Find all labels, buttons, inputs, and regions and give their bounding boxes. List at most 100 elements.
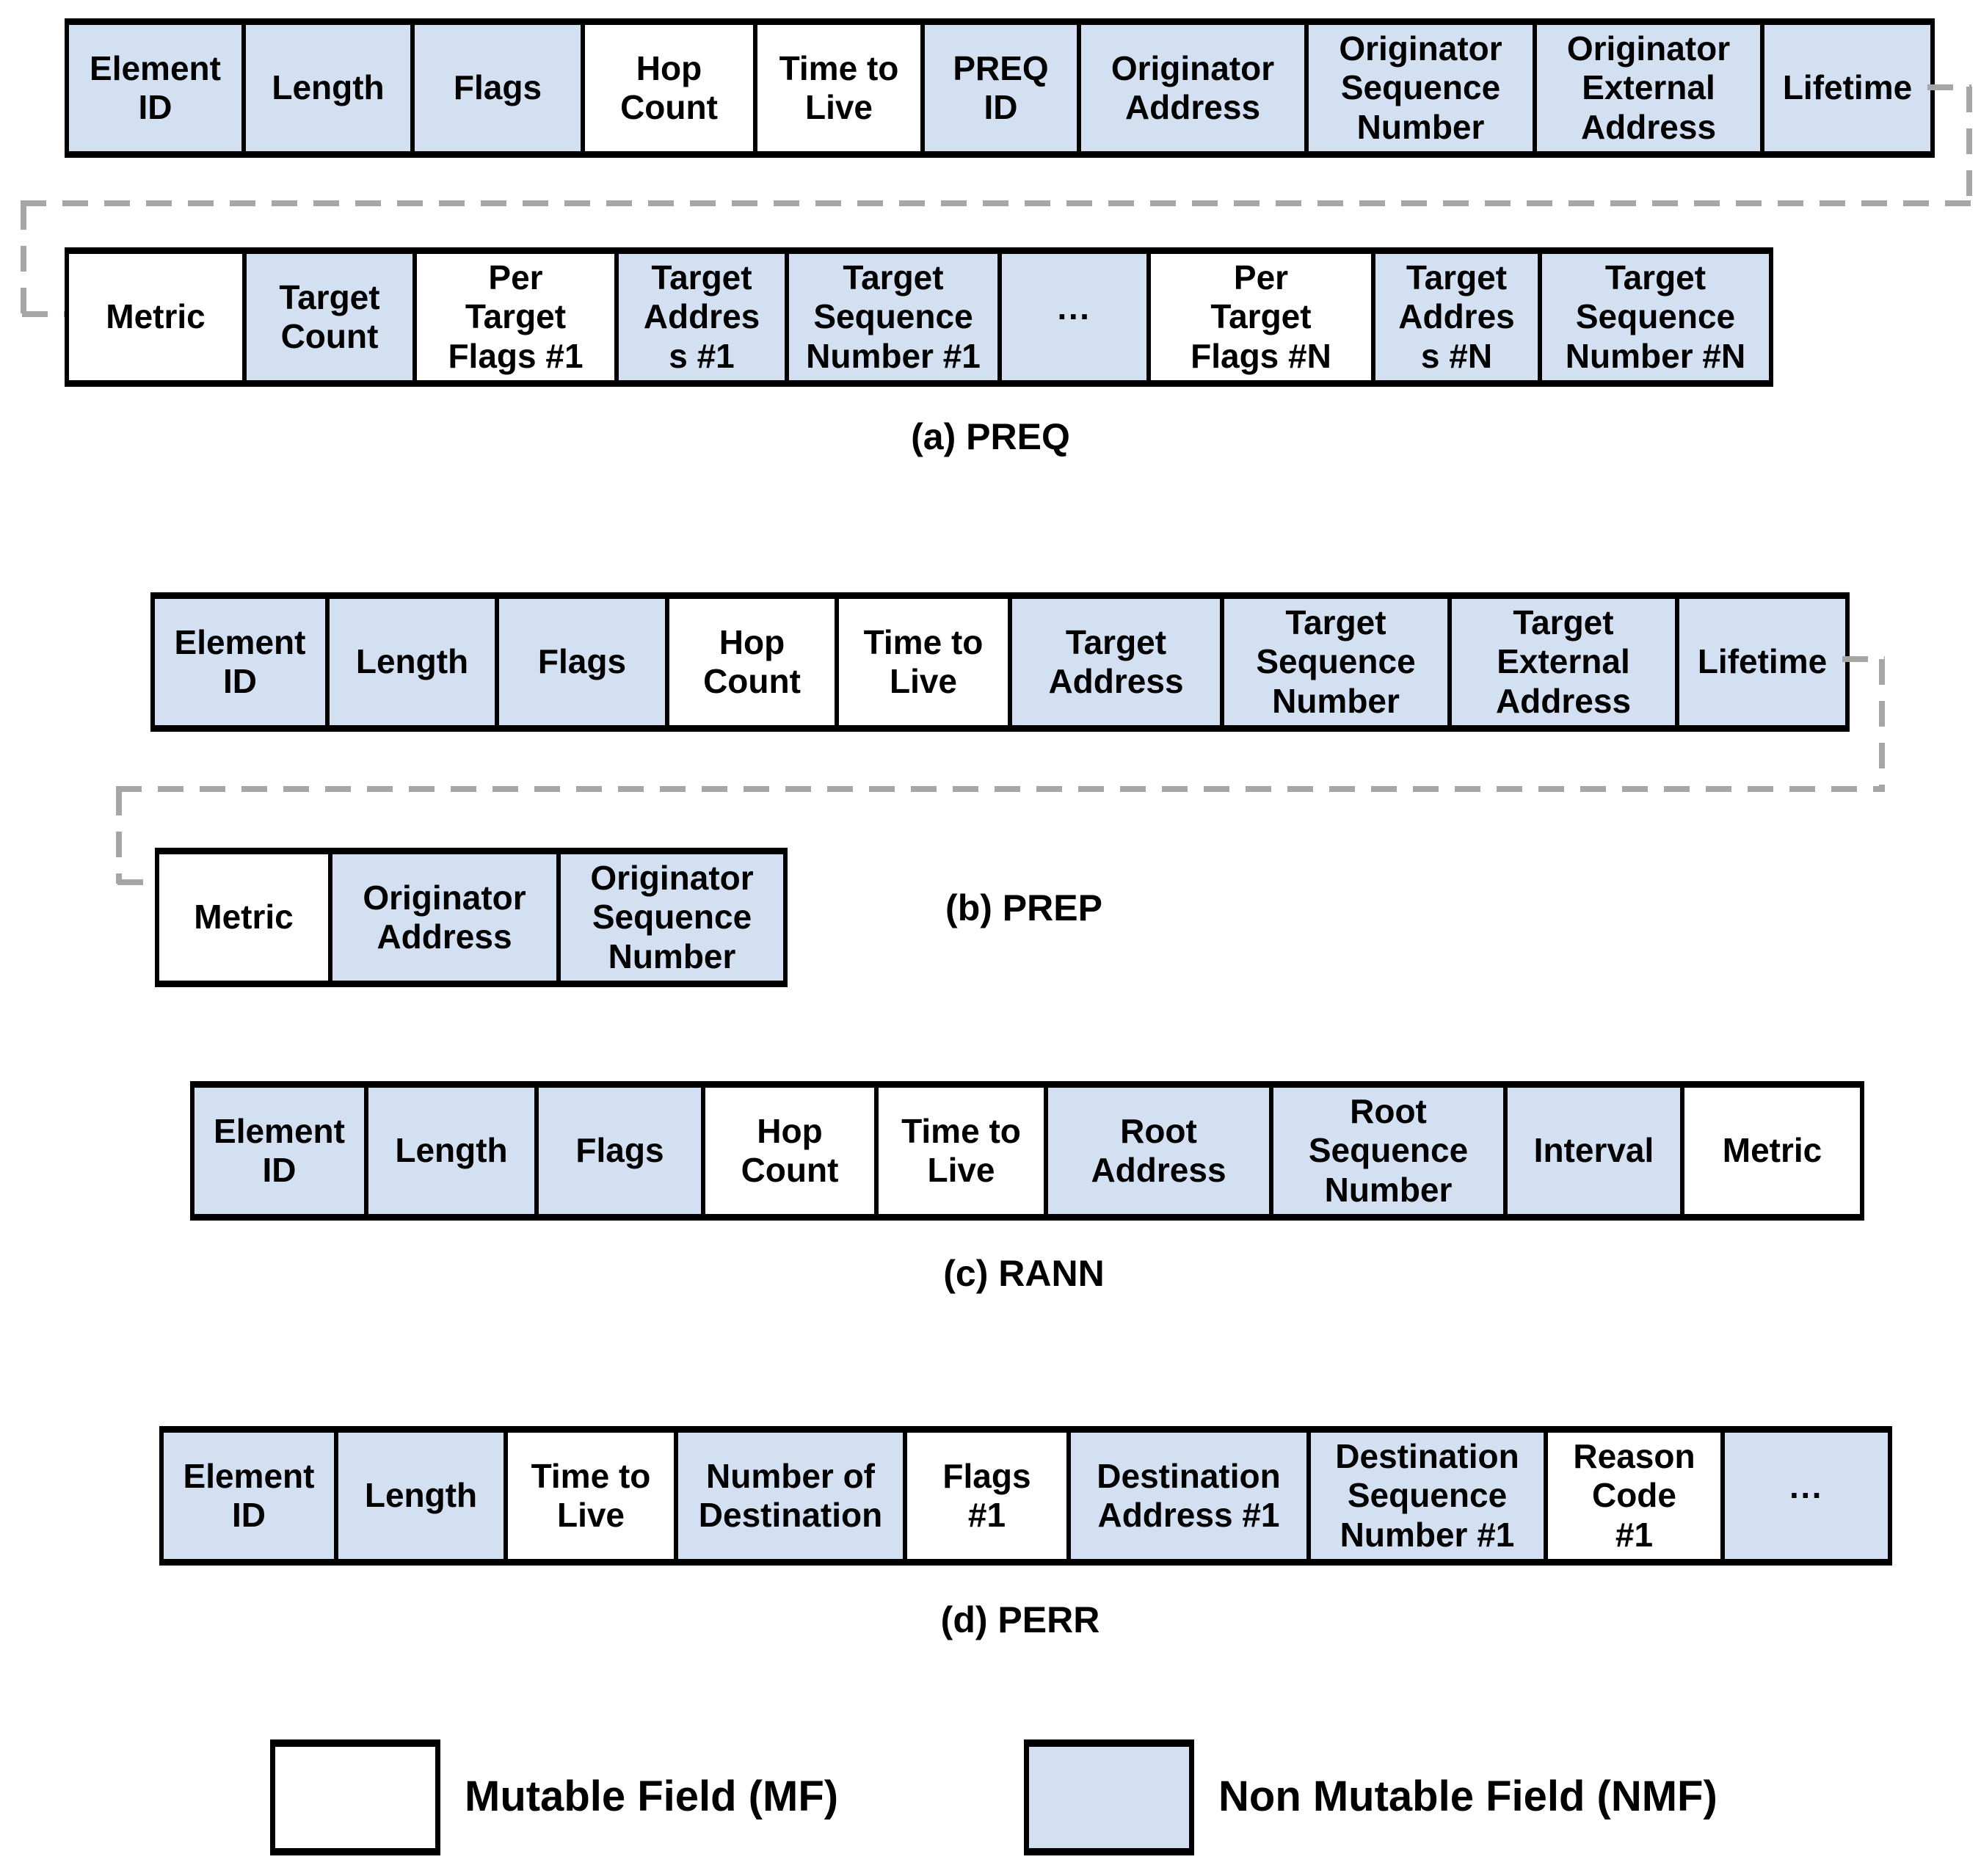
field-cell-nmf: Lifetime: [1675, 599, 1845, 725]
field-label: Reason Code #1: [1573, 1436, 1695, 1554]
field-label: Target Sequence Number #1: [806, 258, 981, 375]
field-cell-mf: Per Target Flags #1: [412, 254, 614, 380]
field-label: Target Address: [1048, 622, 1184, 700]
field-cell-mf: Metric: [159, 854, 328, 981]
field-cell-nmf: Root Sequence Number: [1269, 1088, 1503, 1214]
field-cell-nmf: Root Address: [1044, 1088, 1269, 1214]
field-cell-nmf: Length: [364, 1088, 534, 1214]
field-cell-nmf: Originator Sequence Number: [556, 854, 783, 981]
field-label: Flags: [575, 1131, 664, 1170]
legend-non-mutable-field-label: Non Mutable Field (NMF): [1218, 1773, 1718, 1820]
rann-caption: (c) RANN: [943, 1253, 1105, 1294]
field-cell-nmf: Originator Sequence Number: [1304, 25, 1533, 151]
preq-fields-row-2: Metric Target Count Per Target Flags #1 Tar…: [65, 247, 1773, 387]
legend-non-mutable-field-swatch: [1024, 1739, 1194, 1855]
field-label: Element ID: [183, 1456, 315, 1534]
field-cell-nmf: Destination Address #1: [1066, 1433, 1306, 1559]
field-label: Length: [272, 68, 385, 107]
field-label: Metric: [1722, 1131, 1822, 1170]
field-cell-mf: Time to Live: [835, 599, 1008, 725]
field-label: Originator Address: [1111, 48, 1275, 126]
field-cell-mf: Reason Code #1: [1544, 1433, 1720, 1559]
field-label: Element ID: [174, 622, 306, 700]
legend-mutable-field-label: Mutable Field (MF): [465, 1773, 839, 1820]
field-label: Destination Sequence Number #1: [1335, 1436, 1519, 1554]
field-cell-nmf: Interval: [1503, 1088, 1680, 1214]
field-label: Length: [395, 1131, 508, 1170]
legend-mutable-field-swatch: [270, 1739, 440, 1855]
field-label: Target Sequence Number: [1256, 603, 1416, 720]
field-label: Metric: [106, 297, 206, 336]
field-cell-nmf: Length: [325, 599, 495, 725]
field-label: Target Addres s #N: [1398, 258, 1515, 375]
field-label: Target External Address: [1495, 603, 1632, 720]
prep-wrap-connector-segment: [116, 786, 1885, 792]
field-label: Element ID: [214, 1111, 345, 1189]
field-label: Flags #1: [942, 1456, 1031, 1534]
prep-fields-row-2: Metric Originator Address Originator Seque…: [155, 848, 788, 987]
field-cell-mf: Metric: [1680, 1088, 1860, 1214]
field-cell-nmf: Element ID: [195, 1088, 364, 1214]
preq-wrap-connector-segment: [1966, 87, 1972, 204]
prep-wrap-connector-segment: [1842, 656, 1885, 662]
field-label: Destination Address #1: [1097, 1456, 1281, 1534]
field-cell-mf: Time to Live: [504, 1433, 674, 1559]
perr-fields-row: Element ID Length Time to Live Number of De…: [159, 1426, 1892, 1566]
field-label: Interval: [1533, 1131, 1654, 1170]
field-cell-mf: Time to Live: [753, 25, 920, 151]
perr-caption: (d) PERR: [940, 1599, 1100, 1640]
field-label: Lifetime: [1697, 642, 1828, 681]
field-label: Per Target Flags #1: [448, 258, 584, 375]
preq-wrap-connector-segment: [21, 204, 26, 316]
field-label: Length: [364, 1476, 478, 1515]
field-label: Number of Destination: [698, 1456, 883, 1534]
field-cell-nmf: Lifetime: [1760, 25, 1930, 151]
field-cell-nmf: Target Address: [1008, 599, 1220, 725]
field-cell-nmf: Target External Address: [1447, 599, 1675, 725]
field-label: Time to Live: [531, 1456, 651, 1534]
field-cell-nmf: Originator Address: [328, 854, 556, 981]
field-label: Per Target Flags #N: [1191, 258, 1331, 375]
field-label: Flags: [453, 68, 542, 107]
field-cell-nmf: Number of Destination: [674, 1433, 903, 1559]
field-label: Originator Address: [363, 878, 526, 956]
field-label: Target Count: [279, 277, 380, 355]
field-cell-mf: Hop Count: [581, 25, 753, 151]
field-cell-mf: Hop Count: [701, 1088, 874, 1214]
field-cell-nmf: Destination Sequence Number #1: [1306, 1433, 1544, 1559]
field-cell-nmf: Length: [241, 25, 410, 151]
field-label: Time to Live: [901, 1111, 1021, 1189]
prep-caption: (b) PREP: [945, 887, 1102, 928]
field-label: Root Sequence Number: [1308, 1091, 1469, 1209]
field-cell-nmf: Flags: [410, 25, 581, 151]
field-cell-nmf: ···: [1720, 1433, 1888, 1559]
field-cell-nmf: Target Sequence Number: [1220, 599, 1447, 725]
field-label: Hop Count: [741, 1111, 839, 1189]
field-label: Hop Count: [703, 622, 801, 700]
field-cell-nmf: Flags: [534, 1088, 701, 1214]
field-cell-nmf: Length: [334, 1433, 504, 1559]
field-label: Originator Sequence Number: [1339, 29, 1502, 146]
rann-fields-row: Element ID Length Flags Hop Count Time to Li…: [190, 1081, 1864, 1221]
field-cell-nmf: Target Count: [242, 254, 412, 380]
field-label: Time to Live: [863, 622, 984, 700]
field-label: ···: [1057, 297, 1091, 336]
field-label: Lifetime: [1782, 68, 1913, 107]
preq-wrap-connector-segment: [22, 311, 65, 317]
field-cell-nmf: PREQ ID: [920, 25, 1077, 151]
field-label: Originator Sequence Number: [590, 858, 754, 975]
preq-wrap-connector-segment: [21, 200, 1972, 206]
field-label: Target Addres s #1: [643, 258, 760, 375]
preq-wrap-connector-segment: [1927, 84, 1971, 90]
field-label: ···: [1789, 1476, 1823, 1515]
field-label: Root Address: [1091, 1111, 1226, 1189]
field-label: Metric: [194, 898, 294, 937]
field-cell-nmf: Flags: [495, 599, 665, 725]
field-label: PREQ ID: [953, 48, 1049, 126]
field-cell-nmf: Target Addres s #1: [614, 254, 785, 380]
field-cell-nmf: ···: [997, 254, 1146, 380]
field-label: Flags: [537, 642, 627, 681]
